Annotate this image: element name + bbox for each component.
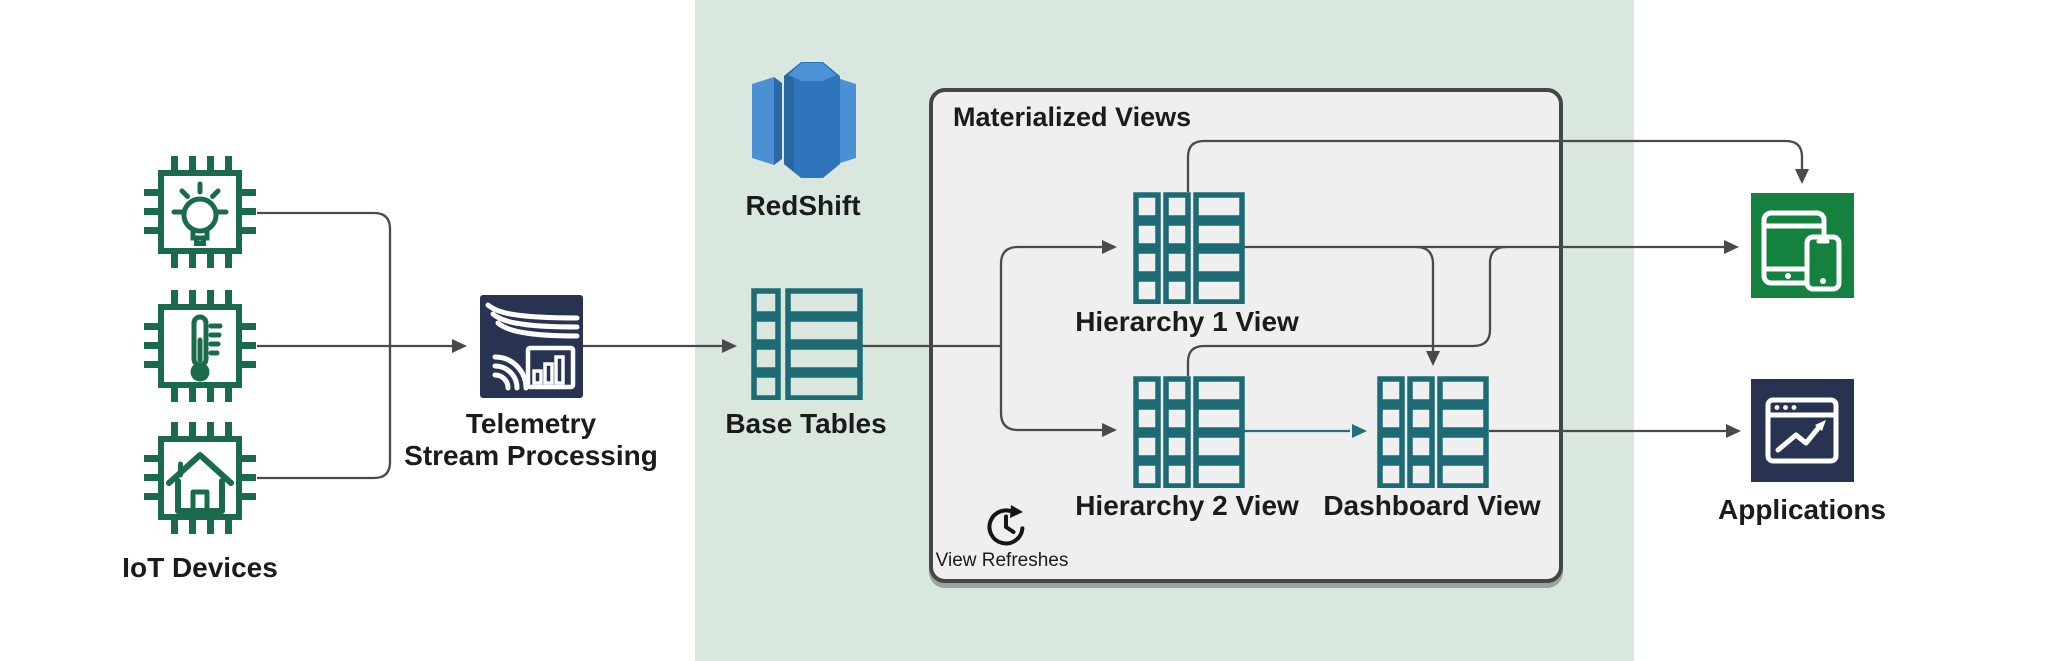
hierarchy1-table-icon xyxy=(1133,192,1245,304)
chip-thermometer-icon xyxy=(144,290,256,402)
hierarchy1-view-label: Hierarchy 1 View xyxy=(1075,306,1299,337)
base-tables-label: Base Tables xyxy=(725,408,887,439)
telemetry-label-line1: Telemetry xyxy=(465,408,597,439)
redshift-label: RedShift xyxy=(745,190,861,221)
chip-house-icon xyxy=(144,422,256,534)
redshift-icon xyxy=(752,62,856,178)
telemetry-label: Telemetry Stream Processing xyxy=(404,408,658,472)
hierarchy2-view-label: Hierarchy 2 View xyxy=(1075,490,1299,521)
dashboard-table-icon xyxy=(1377,376,1489,488)
view-refresh-clock-icon xyxy=(987,505,1025,546)
iot-devices-label: IoT Devices xyxy=(122,552,278,583)
dashboard-view-label: Dashboard View xyxy=(1323,490,1541,521)
telemetry-label-line2: Stream Processing xyxy=(404,440,658,472)
base-tables-icon xyxy=(751,288,863,400)
view-refreshes-label: View Refreshes xyxy=(935,550,1069,571)
hierarchy2-table-icon xyxy=(1133,376,1245,488)
materialized-views-title: Materialized Views xyxy=(953,102,1192,132)
browser-chart-icon xyxy=(1751,379,1854,482)
telemetry-stream-icon xyxy=(480,295,583,398)
applications-label: Applications xyxy=(1717,494,1887,525)
chip-lightbulb-icon xyxy=(144,156,256,268)
tablet-phone-icon xyxy=(1751,193,1854,298)
